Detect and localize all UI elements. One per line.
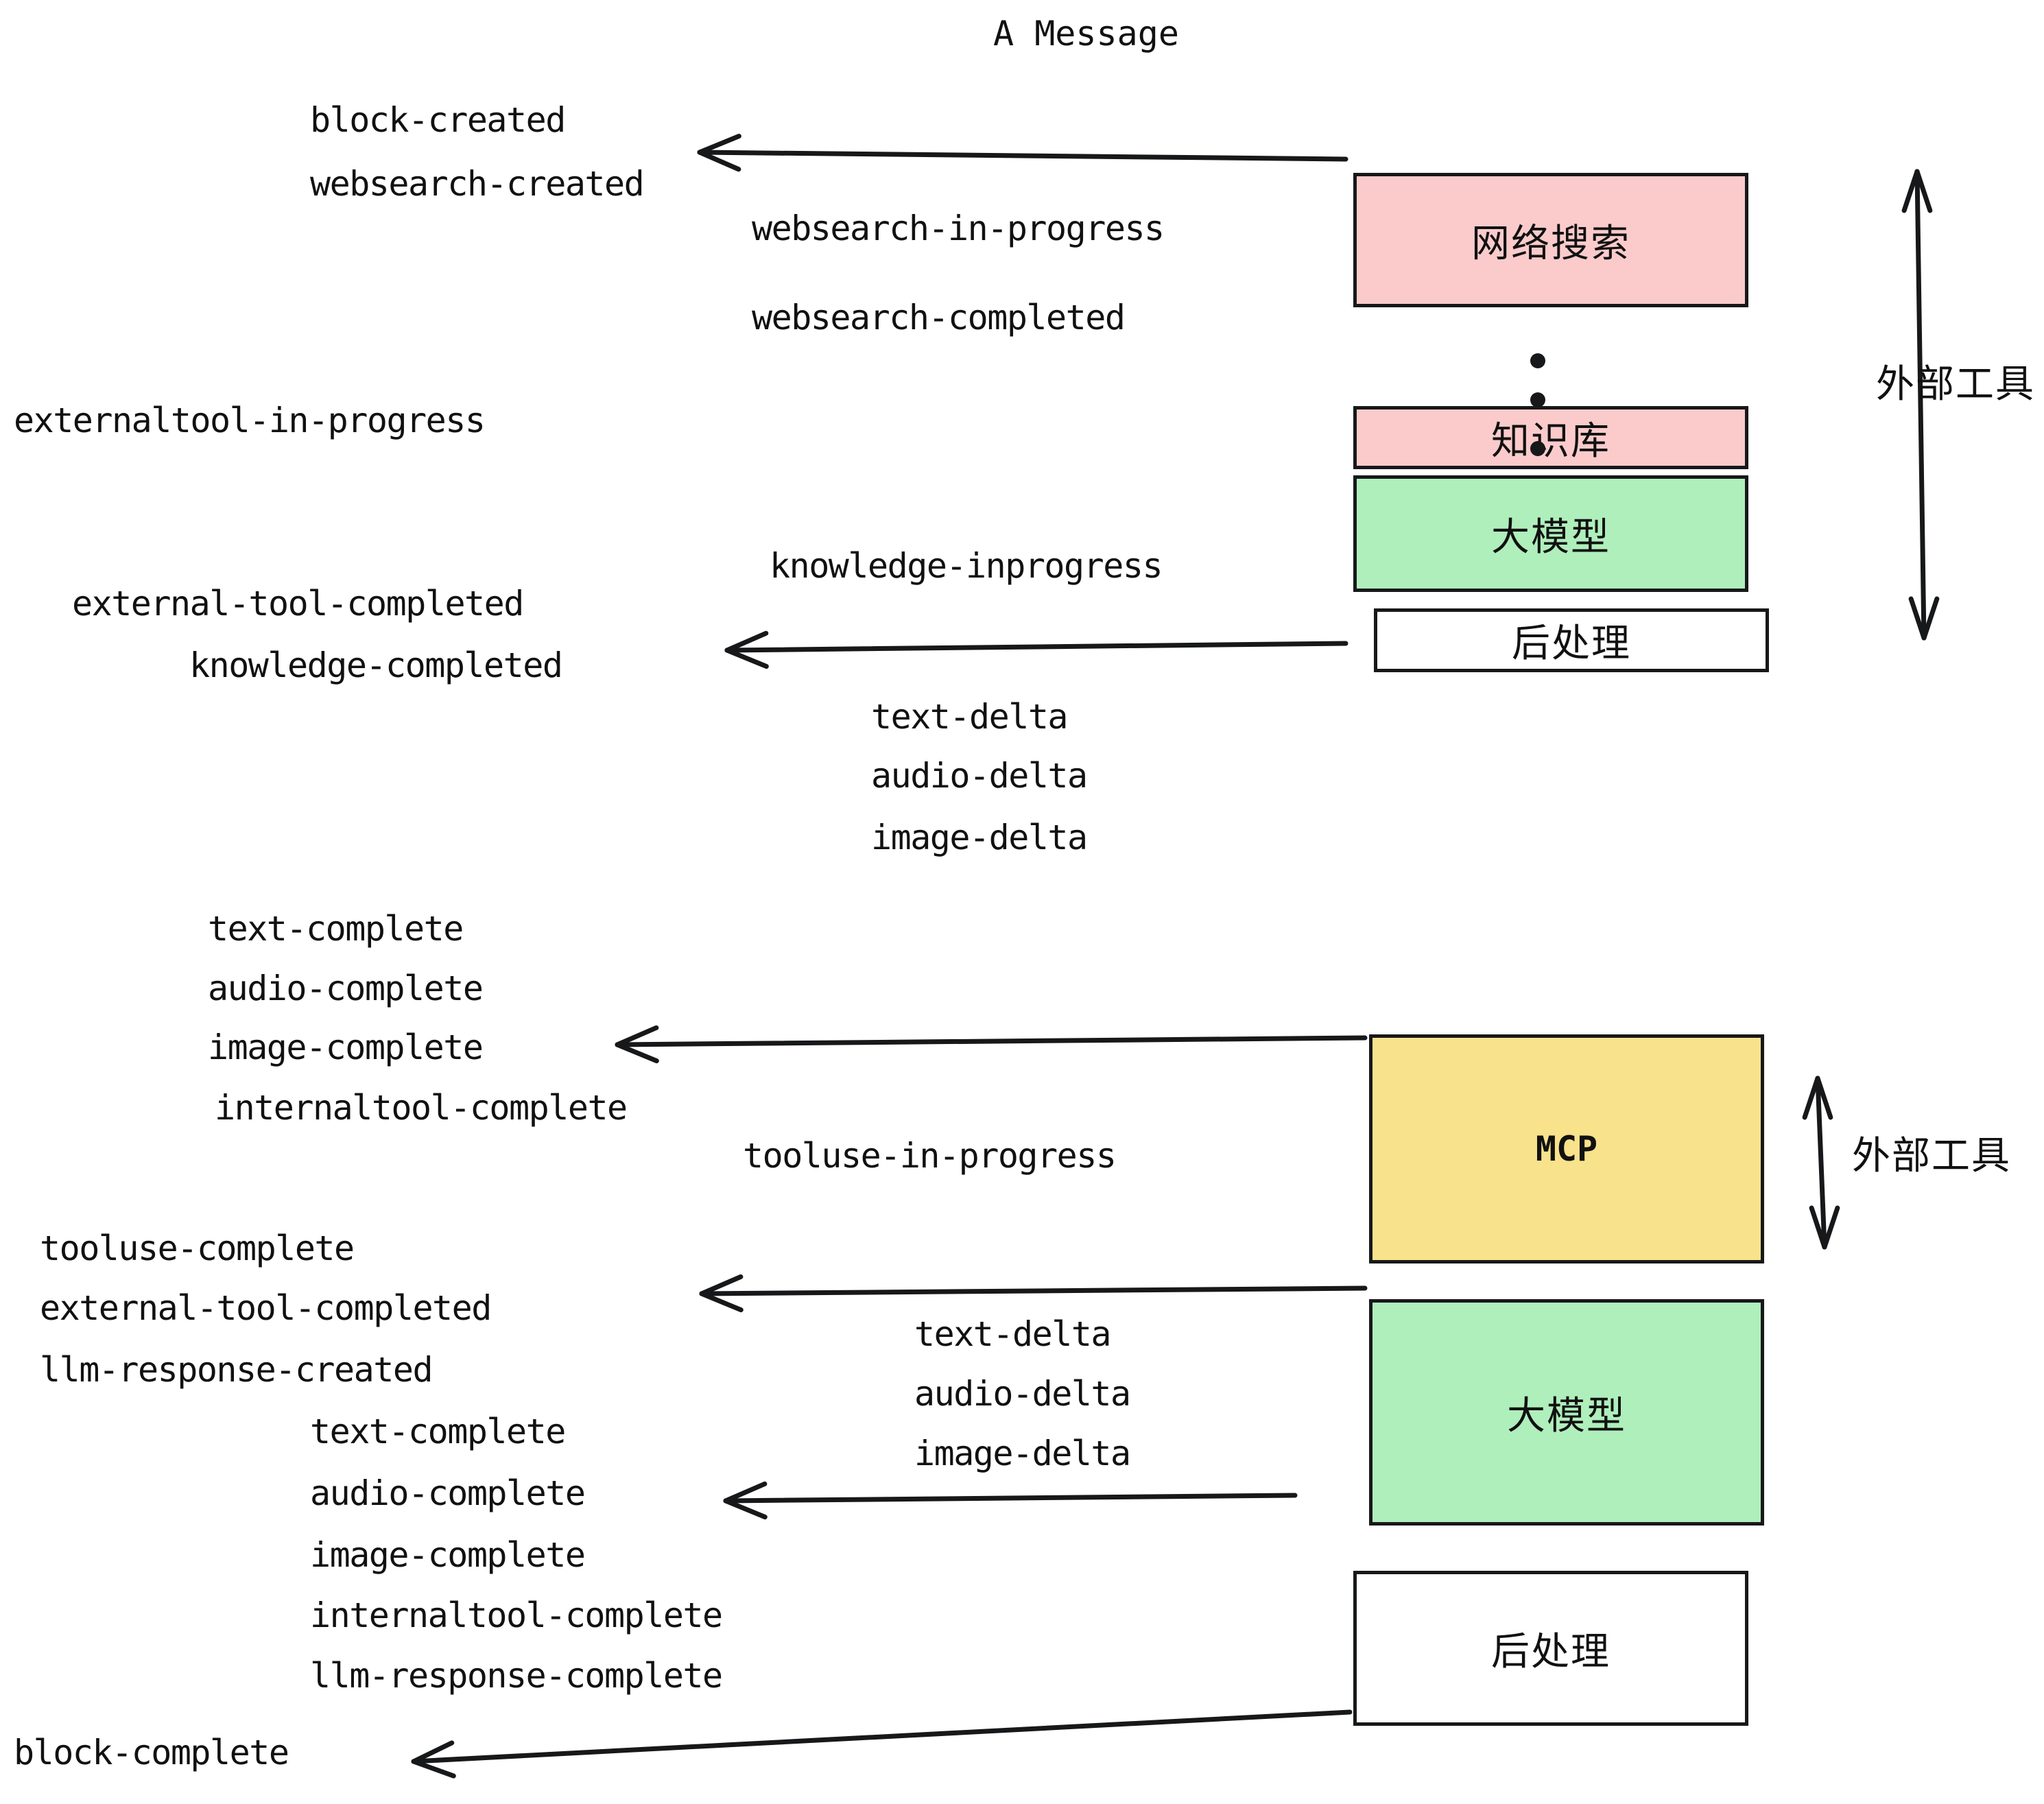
ellipsis-dot-2 <box>1530 392 1545 407</box>
box-label-llm-1: 大模型 <box>1491 514 1611 560</box>
event-label-external-tool-completed-1: external-tool-completed <box>72 584 524 624</box>
box-llm-2: 大模型 <box>1369 1299 1764 1526</box>
event-label-text-complete-2: text-complete <box>310 1412 566 1451</box>
event-label-image-delta-1: image-delta <box>871 818 1088 857</box>
external-tools-top-updown-up-barb-2 <box>1914 169 1933 213</box>
event-label-audio-delta-1: audio-delta <box>871 756 1088 796</box>
event-label-image-delta-2: image-delta <box>914 1434 1131 1473</box>
event-label-text-complete-1: text-complete <box>208 909 464 949</box>
event-label-knowledge-completed: knowledge-completed <box>189 645 563 685</box>
external-tools-top-updown-up-barb-1 <box>1901 169 1920 213</box>
event-label-websearch-completed: websearch-completed <box>752 298 1126 337</box>
event-label-websearch-created: websearch-created <box>310 164 645 204</box>
event-label-audio-complete-1: audio-complete <box>208 969 484 1008</box>
event-label-externaltool-in-progress: externaltool-in-progress <box>14 401 486 440</box>
range-arrows <box>1802 169 1940 1250</box>
arrow-block-complete-barb-2 <box>411 1740 455 1764</box>
ellipsis-dot-1 <box>1530 353 1545 368</box>
ellipsis-dot-3 <box>1530 441 1545 456</box>
external-tools-top-updown-down-barb-1 <box>1921 596 1940 641</box>
box-label-postprocess-2: 后处理 <box>1491 1629 1611 1674</box>
event-label-internaltool-complete-1: internaltool-complete <box>215 1088 628 1128</box>
arrow-tooluse-complete-barb-1 <box>699 1291 744 1313</box>
arrow-block-complete-shaft <box>411 1709 1353 1764</box>
arrow-block-complete-barb-1 <box>411 1759 456 1779</box>
flow-arrows <box>411 133 1368 1779</box>
event-label-image-complete-2: image-complete <box>310 1535 586 1575</box>
event-label-llm-response-created: llm-response-created <box>40 1350 433 1390</box>
side-label-external-tools-top: 外部工具 <box>1876 362 2035 407</box>
box-postprocess-2: 后处理 <box>1353 1571 1748 1726</box>
event-label-tooluse-complete: tooluse-complete <box>40 1229 355 1268</box>
event-label-tooluse-in-progress: tooluse-in-progress <box>743 1136 1117 1176</box>
box-postprocess-1: 后处理 <box>1374 608 1769 672</box>
event-label-audio-complete-2: audio-complete <box>310 1473 586 1513</box>
page-title: A Message <box>993 14 1179 54</box>
arrow-knowledge-completed-barb-1 <box>724 648 769 669</box>
event-label-internaltool-complete-2: internaltool-complete <box>310 1595 723 1635</box>
box-label-llm-2: 大模型 <box>1507 1393 1626 1438</box>
arrow-audio-complete-shaft <box>723 1493 1298 1504</box>
side-label-external-tools-bottom: 外部工具 <box>1852 1134 2011 1178</box>
arrow-audio-complete-barb-2 <box>723 1481 768 1504</box>
external-tools-top-updown-shaft <box>1914 169 1927 641</box>
event-label-external-tool-completed-2: external-tool-completed <box>40 1288 492 1328</box>
box-knowledge: 知识库 <box>1353 406 1748 469</box>
arrow-image-complete-barb-2 <box>615 1025 659 1047</box>
external-tools-bottom-updown-up-barb-2 <box>1815 1076 1833 1120</box>
external-tools-bottom-updown-down-barb-2 <box>1809 1205 1827 1250</box>
box-label-postprocess-1: 后处理 <box>1512 621 1631 666</box>
event-label-knowledge-inprogress: knowledge-inprogress <box>770 546 1163 586</box>
box-label-websearch: 网络搜索 <box>1471 221 1630 266</box>
arrow-block-created-barb-2 <box>697 133 741 155</box>
event-label-text-delta-1: text-delta <box>871 697 1069 737</box>
box-label-knowledge: 知识库 <box>1491 418 1611 464</box>
external-tools-bottom-updown-up-barb-1 <box>1802 1076 1820 1120</box>
event-label-audio-delta-2: audio-delta <box>914 1374 1131 1414</box>
box-llm-1: 大模型 <box>1353 475 1748 592</box>
arrow-knowledge-completed-shaft <box>724 641 1348 653</box>
arrow-block-created-barb-1 <box>697 150 741 172</box>
box-mcp: MCP <box>1369 1034 1764 1263</box>
event-label-block-complete: block-complete <box>14 1733 289 1772</box>
external-tools-top-updown-down-barb-2 <box>1908 596 1927 641</box>
arrow-block-created-shaft <box>697 150 1348 162</box>
event-label-image-complete-1: image-complete <box>208 1028 484 1067</box>
arrow-image-complete-barb-1 <box>615 1042 659 1064</box>
event-label-websearch-in-progress: websearch-in-progress <box>752 209 1165 248</box>
arrow-image-complete-shaft <box>615 1035 1368 1047</box>
event-label-text-delta-2: text-delta <box>914 1314 1112 1354</box>
arrow-tooluse-complete-barb-2 <box>699 1274 744 1296</box>
event-label-block-created: block-created <box>310 100 566 140</box>
external-tools-bottom-updown-shaft <box>1815 1076 1827 1250</box>
arrow-knowledge-completed-barb-2 <box>724 630 769 653</box>
box-websearch: 网络搜索 <box>1353 173 1748 307</box>
box-label-mcp: MCP <box>1535 1129 1598 1169</box>
event-label-llm-response-complete: llm-response-complete <box>310 1656 723 1696</box>
arrow-audio-complete-barb-1 <box>723 1498 768 1520</box>
arrow-tooluse-complete-shaft <box>699 1285 1368 1296</box>
external-tools-bottom-updown-down-barb-1 <box>1822 1205 1840 1250</box>
